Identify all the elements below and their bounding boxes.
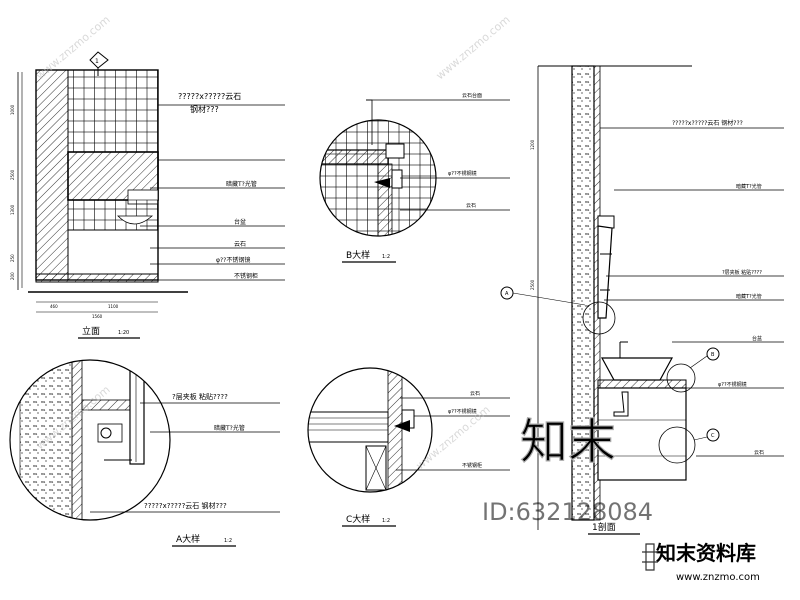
detail-a-title: A大样 — [176, 533, 200, 545]
dim-460: 460 — [50, 304, 58, 309]
elev-callout-cabinet: 不锈钢柜 — [234, 272, 258, 280]
detail-c-title: C大样 — [346, 513, 370, 525]
elev-callout-mirror: φ??不锈钢镜 — [216, 256, 250, 264]
elev-callout-stone: ?????x?????云石 — [178, 92, 241, 101]
section-view: 1200 2500 A B C — [500, 65, 784, 535]
detail-c-callout-mirror: φ??不锈钢镜 — [448, 408, 477, 415]
marker-b: B — [711, 352, 715, 358]
detail-a-callout-stone: ?????x?????云石 钢材??? — [144, 501, 227, 510]
section-callout-basin: 台盆 — [752, 335, 762, 342]
detail-c-scale: 1:2 — [382, 518, 390, 524]
watermark-brand-cn: 知末资料库 — [656, 541, 756, 565]
section-cut-marker: 1 — [89, 51, 109, 76]
elev-callout-marble: 云石 — [234, 241, 246, 248]
section-title: 1剖面 — [592, 521, 616, 533]
detail-a: ?层夹板 粘贴???? 暗藏T?光管 ?????x?????云石 钢材??? A… — [9, 359, 280, 547]
dim-2500: 2500 — [10, 169, 15, 180]
svg-text:1: 1 — [95, 58, 99, 65]
elevation-leaders — [140, 104, 285, 281]
elevation-title: 立面 — [82, 325, 100, 337]
elevation-scale: 1:20 — [118, 330, 129, 336]
detail-c-callout-marble: 云石 — [470, 391, 480, 397]
section-dim-2500: 2500 — [530, 279, 535, 290]
watermark-brand-url: www.znzmo.com — [676, 572, 760, 583]
dim-1300: 1300 — [10, 204, 15, 215]
section-callout-stone: ?????x?????云石 钢材??? — [672, 119, 743, 127]
detail-b-callout-top: 云石台面 — [462, 92, 482, 99]
section-callout-light-1: 暗藏T?光管 — [736, 183, 762, 190]
watermark-logo-text: 知末 — [520, 414, 616, 470]
detail-b-title: B大样 — [346, 249, 370, 261]
elev-callout-light: 暗藏T?光管 — [226, 180, 257, 188]
dim-1100: 1100 — [108, 304, 119, 309]
section-callout-marble: 云石 — [754, 450, 764, 456]
elevation-callouts: ?????x?????云石 钢材??? 暗藏T?光管 台盆 云石 φ??不锈钢镜… — [178, 92, 258, 280]
watermark-diag-2: www.znzmo.com — [434, 13, 513, 82]
elevation-vertical-dims: 1000 2500 1300 250 200 — [10, 104, 15, 280]
elev-callout-steel: 钢材??? — [190, 104, 219, 114]
marker-a: A — [505, 291, 509, 297]
dim-200: 200 — [10, 272, 15, 280]
section-callout-light-2: 暗藏T?光管 — [736, 293, 762, 300]
detail-a-callout-light: 暗藏T?光管 — [214, 424, 245, 432]
section-dim-1200: 1200 — [530, 139, 535, 150]
elev-callout-basin: 台盆 — [234, 218, 246, 226]
brand-logo-icon — [642, 543, 658, 571]
detail-b-scale: 1:2 — [382, 254, 390, 260]
section-callout-mirror: φ??不锈钢镜 — [718, 381, 747, 388]
detail-b-callout-marble: 云石 — [466, 203, 476, 209]
section-markers: A B C — [500, 286, 720, 442]
watermark-id: ID:632128084 — [482, 498, 653, 526]
detail-c: 云石 φ??不锈钢镜 不锈钢柜 C大样 1:2 — [307, 367, 510, 527]
dim-250: 250 — [10, 254, 15, 262]
detail-a-scale: 1:2 — [224, 538, 232, 544]
detail-a-callout-plywood: ?层夹板 粘贴???? — [172, 392, 228, 401]
elevation-view: 1000 2500 1300 250 200 460 1100 1560 1 — [10, 51, 285, 339]
dim-1000: 1000 — [10, 104, 15, 115]
detail-b: 云石台面 φ??不锈钢镜 云石 B大样 1:2 — [319, 92, 510, 263]
detail-c-callout-cabinet: 不锈钢柜 — [462, 462, 482, 469]
section-callout-plywood: ?层夹板 粘贴???? — [722, 269, 762, 276]
marker-c: C — [711, 433, 715, 439]
dim-1560: 1560 — [92, 314, 103, 319]
detail-b-callout-mirror: φ??不锈钢镜 — [448, 170, 477, 177]
